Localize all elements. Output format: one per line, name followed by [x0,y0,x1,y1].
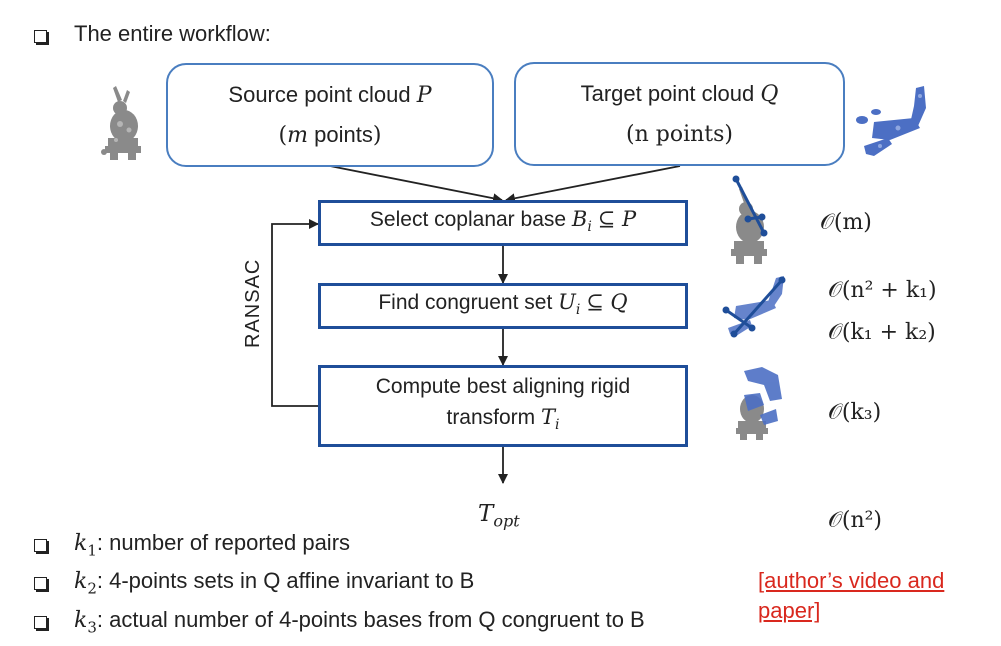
find-congruent-illustration [722,276,786,338]
target-point-cloud-image [856,86,926,156]
select-base-box: Select coplanar base Bi ⊆ P [318,200,688,246]
source-to-select-arrow [329,165,503,204]
note-bullet [34,577,47,590]
heading-bullet [34,30,47,43]
note-bullet [34,616,47,629]
complexity-find-a: 𝒪(n² + k₁) [828,278,937,303]
source-count: (m points) [278,122,382,148]
output-transform: Topt [478,501,520,531]
source-label: Source point cloud P [228,82,432,108]
reference-link-line2[interactable]: paper] [758,598,821,623]
aligned-result-illustration [736,367,782,440]
source-point-cloud-image [101,86,141,160]
ransac-loop-line [271,219,320,407]
source-point-cloud-box: Source point cloud P (m points) [166,63,494,167]
note-k2: k2: 4-points sets in Q affine invariant … [74,568,475,598]
target-to-select-arrow [505,165,681,204]
find-congruent-text: Find congruent set Ui ⊆ Q [378,289,628,319]
target-label: Target point cloud Q [580,81,779,108]
note-k1: k1: number of reported pairs [74,530,351,560]
complexity-total: 𝒪(n²) [828,508,883,533]
reference-link-line1[interactable]: [author’s video and [758,568,945,593]
select-base-text: Select coplanar base Bi ⊆ P [369,206,637,236]
compute-line2: transform Ti [446,404,560,434]
target-point-cloud-box: Target point cloud Q (n points) [514,62,845,166]
select-base-illustration [731,175,768,264]
complexity-find-b: 𝒪(k₁ + k₂) [828,320,936,345]
ransac-label: RANSAC [242,258,264,348]
reference-link[interactable]: [author’s video and paper] [758,566,944,626]
find-congruent-box: Find congruent set Ui ⊆ Q [318,283,688,329]
compute-line1: Compute best aligning rigid [375,374,631,398]
note-bullet [34,539,47,552]
target-count: (n points) [626,121,733,147]
complexity-compute: 𝒪(k₃) [828,400,882,425]
note-k3: k3: actual number of 4-points bases from… [74,607,645,637]
heading: The entire workflow: [74,21,271,46]
complexity-select: 𝒪(m) [820,210,872,235]
compute-transform-box: Compute best aligning rigid transform Ti [318,365,688,447]
